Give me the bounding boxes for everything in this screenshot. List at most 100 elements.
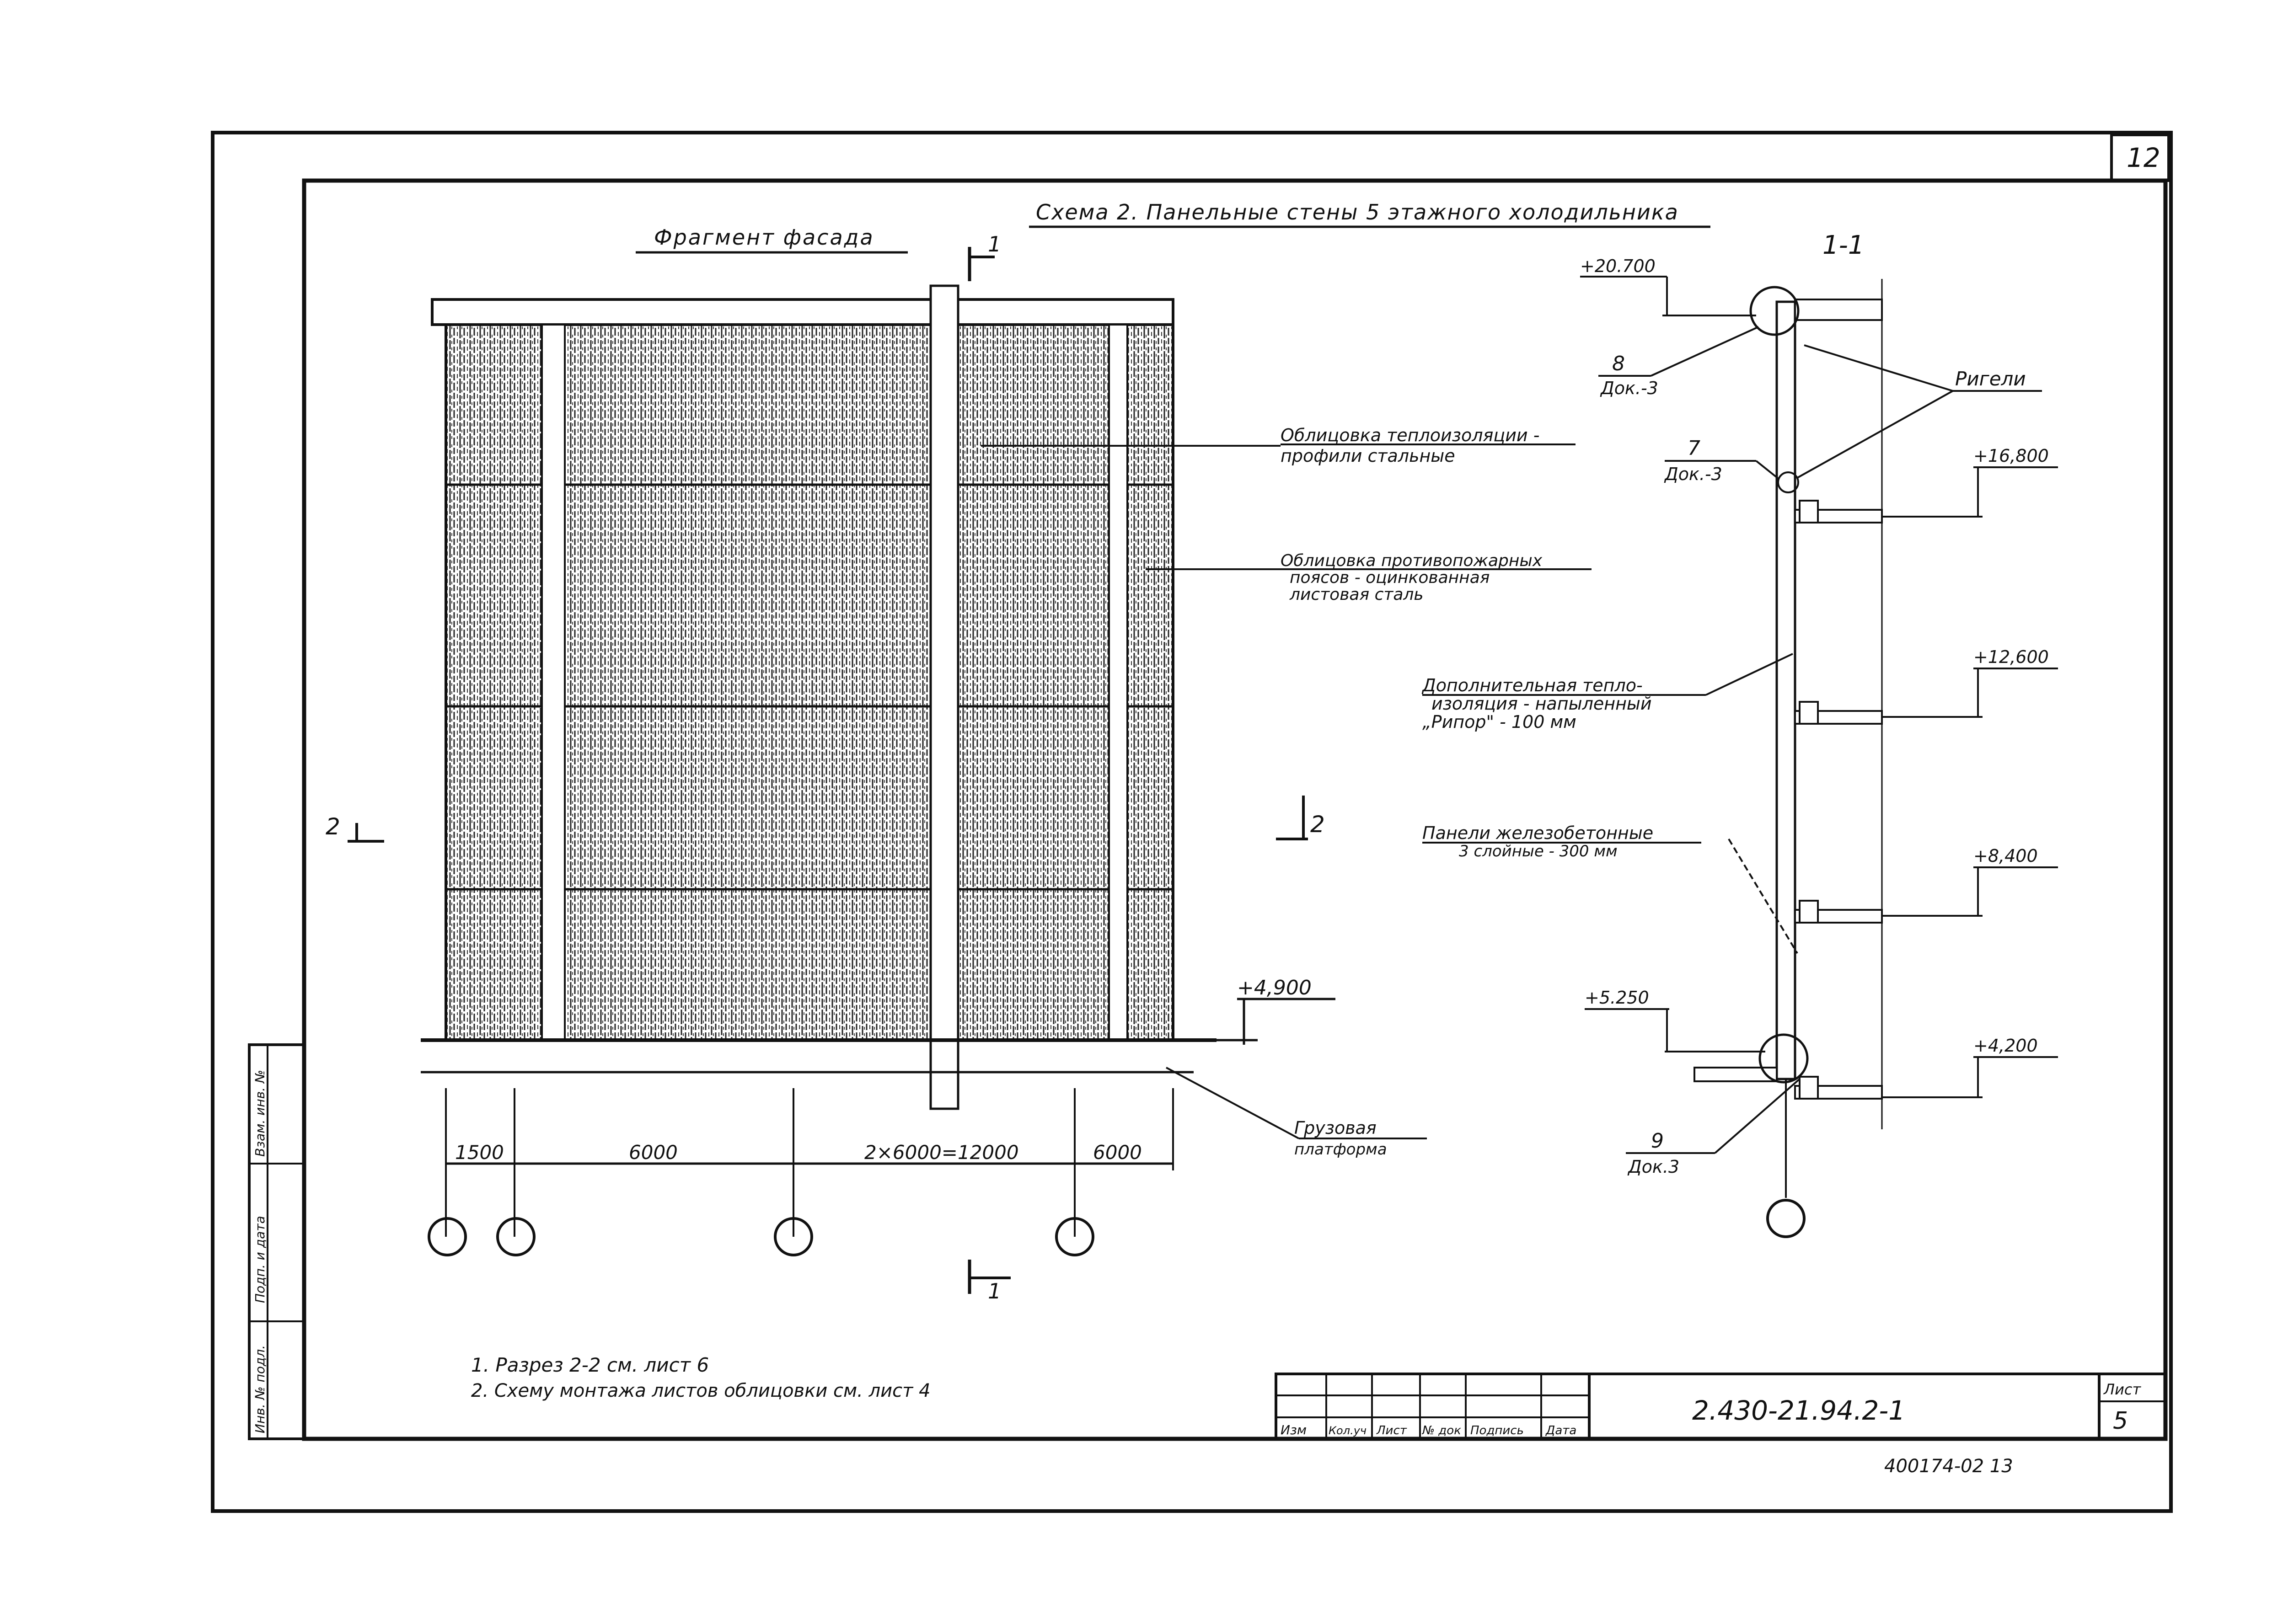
cut-2-right-label: 2 [1310,811,1325,838]
callout-cladding-line-2: профили стальные [1281,446,1455,466]
cut-2-left-label: 2 [326,813,340,840]
section-title: 1-1 [1822,230,1864,260]
section-level-marks: +20.700 +16,800 +12,600 +8,400 +5.250 +4… [1580,256,2058,1098]
side-stamp-label-1: Взам. инв. № [252,1070,268,1157]
dimension-chain: 1500 6000 2×6000=12000 6000 [445,1088,1174,1237]
tb-col-sign: Подпись [1470,1424,1524,1437]
callout-extra-insulation-line-1: Дополнительная тепло- [1421,675,1643,695]
list-number: 5 [2113,1407,2128,1435]
ref-9-leader [1714,1078,1801,1154]
level-12600: +12,600 [1973,647,2049,667]
callout-platform-line-2: платформа [1294,1140,1387,1159]
callout-panels: Панели железобетонные 3 слойные - 300 мм [1422,823,1798,954]
facade-hatch-right [958,325,1109,1040]
rigel-2 [1799,701,1819,725]
side-stamp: Взам. инв. № Подп. и дата Инв. № подл. [248,1043,305,1440]
cut-1-bottom-label: 1 [988,1279,1001,1303]
callout-platform-leader [1166,1067,1299,1139]
ref-7-doc: Док.-3 [1664,464,1722,484]
detail-circle-8 [1749,286,1800,336]
side-stamp-label-2: Подп. и дата [252,1216,268,1303]
dim-label-4: 6000 [1093,1141,1142,1164]
tb-col-kol: Кол.уч [1329,1424,1367,1437]
rigel-3 [1799,900,1819,924]
axis-circle-1 [428,1217,467,1256]
facade-fragment [421,284,1217,1110]
dim-label-2: 6000 [629,1141,678,1164]
corner-number-box [2110,134,2170,182]
tb-col-date: Дата [1545,1424,1576,1437]
ref-9-number: 9 [1651,1129,1664,1153]
callout-panels-line-2: 3 слойные - 300 мм [1459,842,1618,860]
fragment-title: Фрагмент фасада [654,225,874,250]
section-axis-circle [1766,1199,1806,1238]
level-20700: +20.700 [1580,256,1656,276]
section-wall [1775,300,1796,1080]
side-stamp-label-3: Инв. № подл. [252,1345,268,1433]
axis-circle-4 [1055,1217,1094,1256]
rigel-leader-2 [1797,390,1953,479]
facade-hatch-edge [1127,325,1173,1040]
expansion-joint [929,284,959,1110]
callout-fire-belt-line-1: Облицовка противопожарных [1281,551,1543,570]
ref-8-doc: Док.-3 [1600,378,1658,398]
level-8400: +8,400 [1973,846,2038,866]
callout-fire-belt: Облицовка противопожарных поясов - оцинк… [1146,551,1592,604]
callout-fire-belt-line-3: листовая сталь [1289,585,1424,604]
tb-col-izm: Изм [1281,1422,1307,1437]
outer-frame [211,131,2173,1513]
callout-panels-leader [1728,838,1798,954]
detail-refs: 8 Док.-3 7 Док.-3 9 Док.3 [1598,326,1801,1177]
rigel-leader-1 [1804,344,1953,392]
facade-level-mark: +4,900 [1237,976,1312,999]
tb-col-list: Лист [1376,1424,1407,1437]
tb-col-doc: № док [1421,1424,1461,1437]
list-label: Лист [2103,1381,2141,1398]
title-block: Изм Кол.уч Лист № док Подпись Дата 2.430… [1275,1373,2167,1440]
cut-1-top-label: 1 [988,232,1001,256]
ref-9-doc: Док.3 [1627,1157,1679,1177]
callout-panels-line-1: Панели железобетонные [1422,823,1653,843]
drawing-title: Схема 2. Панельные стены 5 этажного холо… [1036,200,1679,224]
platform-section [1693,1067,1778,1082]
drawing-code: 2.430-21.94.2-1 [1692,1395,1905,1426]
detail-circle-7 [1777,471,1799,493]
side-stamp-box [248,1043,305,1440]
facade-hatch-mid [565,325,931,1040]
callout-platform-line-1: Грузовая [1294,1118,1377,1138]
callout-extra-insulation-line-2: изоляция - напыленный [1431,694,1652,714]
facade-hatch-left [446,325,542,1040]
note-1: 1. Разрез 2-2 см. лист 6 [471,1354,709,1376]
dim-label-1: 1500 [455,1141,504,1164]
column-strip-right [1108,324,1128,1041]
parapet [431,298,1174,326]
dim-label-3: 2×6000=12000 [864,1141,1019,1164]
corner-number: 12 [2127,142,2160,173]
level-16800: +16,800 [1973,446,2049,466]
callout-platform: Грузовая платформа [1166,1067,1427,1159]
callout-extra-insulation-leader [1705,653,1793,696]
axis-circle-3 [774,1217,813,1256]
inner-frame [302,178,2168,1441]
callout-extra-insulation: Дополнительная тепло- изоляция - напылен… [1421,653,1793,732]
column-strip-left [541,324,566,1041]
rigel-1 [1799,500,1819,524]
callout-cladding: Облицовка теплоизоляции - профили стальн… [981,425,1576,466]
ref-7-number: 7 [1688,437,1700,460]
roof-slab [1794,299,1883,321]
title-block-frame [1275,1373,2167,1440]
callout-fire-belt-line-2: поясов - оцинкованная [1290,568,1490,587]
level-4200: +4,200 [1973,1036,2038,1056]
rigel-label: Ригели [1955,368,2026,390]
rigel-4 [1799,1076,1819,1100]
callout-extra-insulation-line-3: „Рипор" - 100 мм [1422,712,1576,732]
bottom-code: 400174-02 13 [1884,1456,2013,1477]
ref-8-number: 8 [1612,352,1625,375]
ref-7-leader [1755,460,1780,480]
detail-circle-9 [1758,1033,1809,1084]
ref-8-leader [1651,326,1759,377]
note-2: 2. Схему монтажа листов облицовки см. ли… [471,1380,931,1401]
axis-circle-2 [496,1217,536,1256]
callout-cladding-line-1: Облицовка теплоизоляции - [1281,425,1539,445]
